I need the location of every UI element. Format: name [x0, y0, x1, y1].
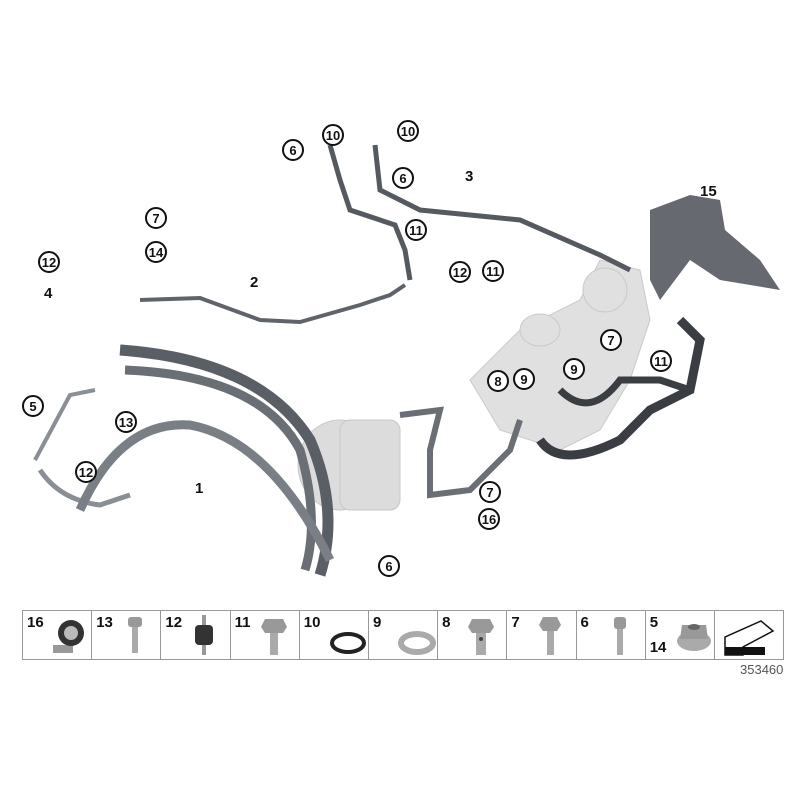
legend-cell-13[interactable]: 13: [92, 611, 162, 659]
callout-1[interactable]: 1: [195, 480, 204, 497]
cap-screw-icon: [613, 617, 626, 655]
callout-7[interactable]: 7: [479, 481, 501, 503]
diagram-drawing: [33, 144, 780, 577]
hose-1b: [75, 420, 335, 563]
callout-11[interactable]: 11: [405, 219, 427, 241]
parts-legend: 16 13 12 11 10 9 8 7 6 5 14: [22, 610, 784, 660]
callout-13[interactable]: 13: [115, 411, 137, 433]
callout-5[interactable]: 5: [22, 395, 44, 417]
washer-icon: [397, 631, 436, 655]
hex-bolt-icon: [260, 619, 287, 655]
callout-6[interactable]: 6: [392, 167, 414, 189]
legend-cell-9[interactable]: 9: [369, 611, 439, 659]
callout-6[interactable]: 6: [282, 139, 304, 161]
legend-cell-6[interactable]: 6: [577, 611, 646, 659]
callout-7[interactable]: 7: [145, 207, 167, 229]
callout-10[interactable]: 10: [397, 120, 419, 142]
hose-1a: [119, 344, 334, 577]
hose-clamp-icon: [53, 620, 84, 653]
callout-12[interactable]: 12: [38, 251, 60, 273]
o-ring-icon: [329, 632, 366, 654]
callout-2[interactable]: 2: [250, 274, 259, 291]
callout-7[interactable]: 7: [600, 329, 622, 351]
legend-cell-arrow[interactable]: [715, 611, 783, 659]
callout-9[interactable]: 9: [513, 368, 535, 390]
pipe-3: [372, 144, 632, 273]
callout-8[interactable]: 8: [487, 370, 509, 392]
callout-12[interactable]: 12: [75, 461, 97, 483]
pipe-2: [139, 283, 407, 325]
compressor-ghost: [297, 419, 401, 511]
callout-11[interactable]: 11: [650, 350, 672, 372]
legend-cell-12[interactable]: 12: [161, 611, 231, 659]
legend-cell-16[interactable]: 16: [23, 611, 93, 659]
callout-11[interactable]: 11: [482, 260, 504, 282]
callout-14[interactable]: 14: [145, 241, 167, 263]
socket-bolt-icon: [128, 617, 143, 653]
callout-4[interactable]: 4: [44, 285, 53, 302]
parts-diagram: 1 2 3 4 15 5 6 6 6 7 7 7 8 9 9 10 10 11 …: [22, 120, 780, 577]
flange-bolt-icon: [539, 617, 562, 655]
banjo-bolt-icon: [468, 619, 495, 655]
pump-assembly-ghost: [469, 259, 651, 451]
callout-3[interactable]: 3: [465, 168, 474, 185]
callout-12[interactable]: 12: [449, 261, 471, 283]
diagram-number: 353460: [740, 662, 784, 677]
heat-shield: [650, 195, 780, 300]
legend-cell-5-14[interactable]: 5 14: [646, 611, 715, 659]
callout-10[interactable]: 10: [322, 124, 344, 146]
rubber-mount-icon: [195, 615, 214, 655]
callout-16[interactable]: 16: [478, 508, 500, 530]
callout-9[interactable]: 9: [563, 358, 585, 380]
callout-15[interactable]: 15: [700, 183, 717, 200]
callout-6[interactable]: 6: [378, 555, 400, 577]
legend-cell-11[interactable]: 11: [231, 611, 300, 659]
legend-cell-7[interactable]: 7: [507, 611, 577, 659]
flange-nut-icon: [676, 624, 711, 651]
legend-cell-10[interactable]: 10: [300, 611, 369, 659]
legend-cell-8[interactable]: 8: [438, 611, 508, 659]
direction-arrow-icon: [724, 620, 775, 656]
